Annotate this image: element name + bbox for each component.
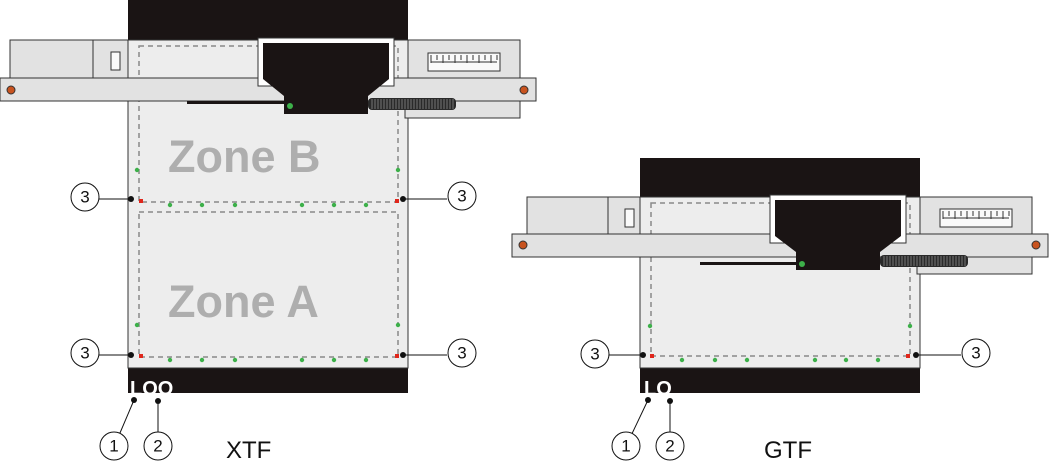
xtf-callout-3-tl-dot xyxy=(128,196,134,202)
xtf-callout-3-br-dot xyxy=(400,352,406,358)
sensor-green-dot xyxy=(134,167,140,173)
xtf-printhead xyxy=(257,37,395,114)
gtf-rail-screw-left xyxy=(518,240,528,250)
xtf-left-slot-icon xyxy=(110,51,121,71)
sensor-green-dot xyxy=(395,167,401,173)
sensor-green-dot xyxy=(812,357,818,363)
gtf-callout-3-r-text: 3 xyxy=(971,344,980,363)
gtf-callout-1-dot xyxy=(645,397,651,403)
gtf-callout-2 xyxy=(655,431,685,461)
xtf-rail-screw-right xyxy=(519,85,529,95)
xtf-callout-3-tl-text: 3 xyxy=(80,188,89,207)
sensor-red-marker xyxy=(395,354,399,358)
gtf-printhead-sensor xyxy=(799,261,805,267)
sensor-green-dot xyxy=(712,357,718,363)
sensor-green-dot xyxy=(199,202,205,208)
sensor-green-dot xyxy=(843,357,849,363)
gtf-rail-screw-right xyxy=(1031,240,1041,250)
gtf-callout-3-r xyxy=(961,338,991,368)
sensor-green-dot xyxy=(363,202,369,208)
xtf-frame-mark: LOO xyxy=(130,378,173,400)
sensor-green-dot xyxy=(134,322,140,328)
gtf-scale-icon xyxy=(939,208,1013,228)
gtf-callouts: 1 2 3 3 xyxy=(580,338,991,461)
sensor-red-marker xyxy=(139,199,143,203)
xtf-printer: Zone B Zone A LOO xyxy=(0,0,537,400)
gtf-callout-3-l-dot xyxy=(640,352,646,358)
gtf-callout-3-l-text: 3 xyxy=(590,345,599,364)
xtf-zone-a-outline xyxy=(138,211,399,358)
sensor-green-dot xyxy=(395,322,401,328)
xtf-callout-1-dot xyxy=(131,397,137,403)
sensor-green-dot xyxy=(232,202,238,208)
xtf-name: XTF xyxy=(226,437,271,464)
gtf-carriage-shadow xyxy=(700,262,800,265)
gtf-callout-1-text: 1 xyxy=(621,437,630,456)
xtf-left-housing-panel xyxy=(9,39,94,79)
xtf-callout-1 xyxy=(99,431,129,461)
xtf-callout-3-br xyxy=(447,338,477,368)
xtf-carriage-shadow xyxy=(187,101,287,104)
gtf-callout-3-r-dot xyxy=(913,352,919,358)
sensor-green-dot xyxy=(167,357,173,363)
gtf-name: GTF xyxy=(764,437,812,464)
xtf-zone-a-label: Zone A xyxy=(168,276,319,327)
xtf-callout-2-dot xyxy=(155,398,161,404)
gtf-left-slot-icon xyxy=(624,208,635,228)
xtf-callout-3-bl-dot xyxy=(128,352,134,358)
xtf-printhead-sensor xyxy=(287,103,293,109)
gtf-callout-1 xyxy=(611,431,641,461)
sensor-green-dot xyxy=(232,357,238,363)
sensor-green-dot xyxy=(199,357,205,363)
gtf-callout-2-dot xyxy=(667,398,673,404)
sensor-red-marker xyxy=(139,354,143,358)
sensor-green-dot xyxy=(875,357,881,363)
gtf-left-housing-panel xyxy=(526,196,609,235)
sensor-red-marker xyxy=(906,354,910,358)
xtf-callout-3-bl xyxy=(70,338,100,368)
xtf-rail-screw-left xyxy=(6,85,16,95)
sensor-red-marker xyxy=(650,354,654,358)
xtf-zone-b-label: Zone B xyxy=(168,131,321,182)
xtf-callouts: 1 2 3 3 3 3 xyxy=(70,181,477,461)
gtf-printhead xyxy=(769,194,907,270)
sensor-red-marker xyxy=(395,199,399,203)
sensor-green-dot xyxy=(167,202,173,208)
gtf-callout-2-text: 2 xyxy=(665,437,674,456)
xtf-callout-3-tl xyxy=(70,182,100,212)
sensor-green-dot xyxy=(299,357,305,363)
xtf-callout-3-br-text: 3 xyxy=(457,344,466,363)
xtf-callout-3-tr xyxy=(447,181,477,211)
xtf-callout-3-bl-text: 3 xyxy=(80,344,89,363)
xtf-scale-icon xyxy=(427,52,501,72)
gtf-printer: LO xyxy=(511,158,1049,400)
sensor-green-dot xyxy=(299,202,305,208)
gtf-frame-mark: LO xyxy=(644,378,672,400)
xtf-callout-2-text: 2 xyxy=(153,437,162,456)
xtf-callout-2 xyxy=(143,431,173,461)
sensor-green-dot xyxy=(907,323,913,329)
sensor-green-dot xyxy=(331,202,337,208)
gtf-callout-3-l xyxy=(580,339,610,369)
sensor-green-dot xyxy=(331,357,337,363)
xtf-callout-3-tr-dot xyxy=(400,196,406,202)
sensor-green-dot xyxy=(679,357,685,363)
xtf-callout-1-text: 1 xyxy=(109,437,118,456)
sensor-green-dot xyxy=(647,323,653,329)
sensor-green-dot xyxy=(363,357,369,363)
xtf-callout-3-tr-text: 3 xyxy=(457,187,466,206)
sensor-green-dot xyxy=(744,357,750,363)
